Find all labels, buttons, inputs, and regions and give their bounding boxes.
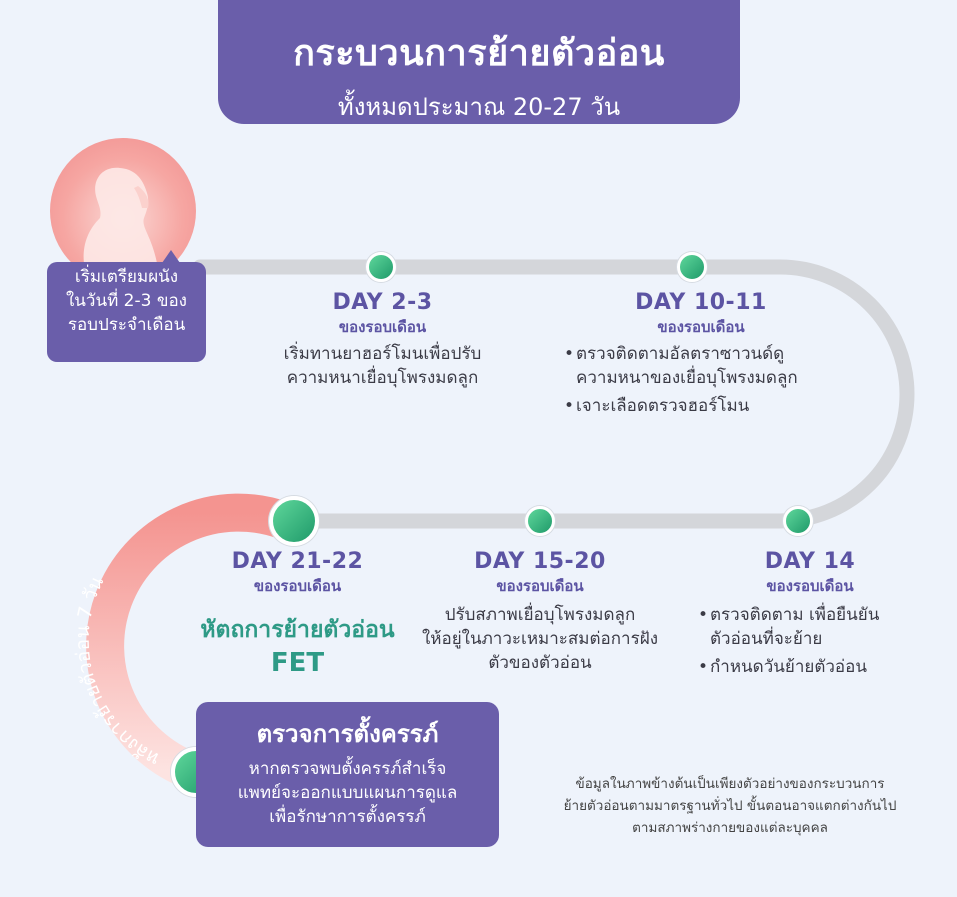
step-day2-3: DAY 2-3 ของรอบเดือน เริ่มทานยาฮอร์โมนเพื… (250, 290, 515, 390)
disclaimer-line: ตามสภาพร่างกายของแต่ละบุคคล (632, 820, 828, 836)
bullet-line: ตรวจติดตามอัลตราซาวนด์ดู (576, 344, 785, 364)
page-subtitle: ทั้งหมดประมาณ 20-27 วัน (337, 93, 621, 121)
step-title: DAY 2-3 (332, 290, 433, 315)
pregnancy-line: หากตรวจพบตั้งครรภ์สำเร็จ (248, 759, 447, 779)
timeline-dot-day14 (783, 506, 813, 536)
pregnancy-title: ตรวจการตั้งครรภ์ (256, 720, 439, 748)
step-day10-11: DAY 10-11 ของรอบเดือน ตรวจติดตามอัลตราซา… (556, 290, 846, 418)
step-desc-line: ปรับสภาพเยื่อบุโพรงมดลูก (444, 605, 636, 625)
pregnancy-line: แพทย์จะออกแบบแผนการดูแล (237, 783, 458, 803)
start-line-2: ในวันที่ 2-3 ของ (65, 291, 187, 311)
timeline-dot-day15-20 (525, 506, 555, 536)
step-subtitle: ของรอบเดือน (766, 577, 854, 595)
pregnancy-line: เพื่อรักษาการตั้งครรภ์ (269, 807, 426, 827)
step-bullet: ตรวจติดตามอัลตราซาวนด์ดู ความหนาของเยื่อ… (564, 342, 846, 390)
step-title: DAY 21-22 (231, 549, 364, 574)
step-day15-20: DAY 15-20 ของรอบเดือน ปรับสภาพเยื่อบุโพร… (400, 549, 680, 675)
step-title: DAY 15-20 (474, 549, 606, 574)
procedure-label: หัตถการย้ายตัวอ่อน (200, 617, 395, 643)
timeline-dot-day10-11 (677, 252, 707, 282)
timeline-dot-day2-3 (366, 252, 396, 282)
step-desc-line: เริ่มทานยาฮอร์โมนเพื่อปรับ (283, 344, 482, 364)
disclaimer-line: ย้ายตัวอ่อนตามมาตรฐานทั่วไป ขั้นตอนอาจแต… (563, 798, 897, 814)
step-desc-line: ให้อยู่ในภาวะเหมาะสมต่อการฝัง (422, 629, 658, 649)
step-subtitle: ของรอบเดือน (657, 318, 745, 336)
bullet-line: กำหนดวันย้ายตัวอ่อน (710, 657, 867, 677)
step-title: DAY 10-11 (635, 290, 767, 315)
step-desc-line: ตัวของตัวอ่อน (488, 653, 592, 673)
step-bullet: เจาะเลือดตรวจฮอร์โมน (564, 394, 846, 418)
pregnancy-check-box: ตรวจการตั้งครรภ์ หากตรวจพบตั้งครรภ์สำเร็… (196, 702, 499, 847)
timeline-dot-day21-22 (269, 496, 319, 546)
disclaimer: ข้อมูลในภาพข้างต้นเป็นเพียงตัวอย่างของกร… (520, 773, 940, 839)
bullet-line: ความหนาของเยื่อบุโพรงมดลูก (576, 368, 798, 388)
header-banner: กระบวนการย้ายตัวอ่อน ทั้งหมดประมาณ 20-27… (218, 0, 740, 124)
step-subtitle: ของรอบเดือน (496, 577, 584, 595)
start-line-1: เริ่มเตรียมผนัง (74, 267, 179, 287)
step-subtitle: ของรอบเดือน (338, 318, 427, 336)
step-title: DAY 14 (764, 549, 856, 574)
step-day21-22: DAY 21-22 ของรอบเดือน หัตถการย้ายตัวอ่อน… (190, 549, 405, 678)
procedure-abbr: FET (270, 648, 325, 678)
bullet-line: เจาะเลือดตรวจฮอร์โมน (576, 396, 750, 416)
start-callout: เริ่มเตรียมผนัง ในวันที่ 2-3 ของ รอบประจ… (47, 250, 206, 362)
start-line-3: รอบประจำเดือน (67, 315, 186, 335)
step-desc-line: ความหนาเยื่อบุโพรงมดลูก (286, 368, 479, 388)
bullet-line: ตรวจติดตาม เพื่อยืนยัน (710, 605, 880, 625)
step-subtitle: ของรอบเดือน (253, 577, 342, 595)
step-day14: DAY 14 ของรอบเดือน ตรวจติดตาม เพื่อยืนยั… (690, 549, 930, 679)
disclaimer-line: ข้อมูลในภาพข้างต้นเป็นเพียงตัวอย่างของกร… (575, 776, 885, 792)
page-title: กระบวนการย้ายตัวอ่อน (293, 33, 665, 74)
bullet-line: ตัวอ่อนที่จะย้าย (710, 629, 823, 649)
step-bullet: ตรวจติดตาม เพื่อยืนยัน ตัวอ่อนที่จะย้าย (698, 603, 930, 651)
step-bullet: กำหนดวันย้ายตัวอ่อน (698, 655, 930, 679)
